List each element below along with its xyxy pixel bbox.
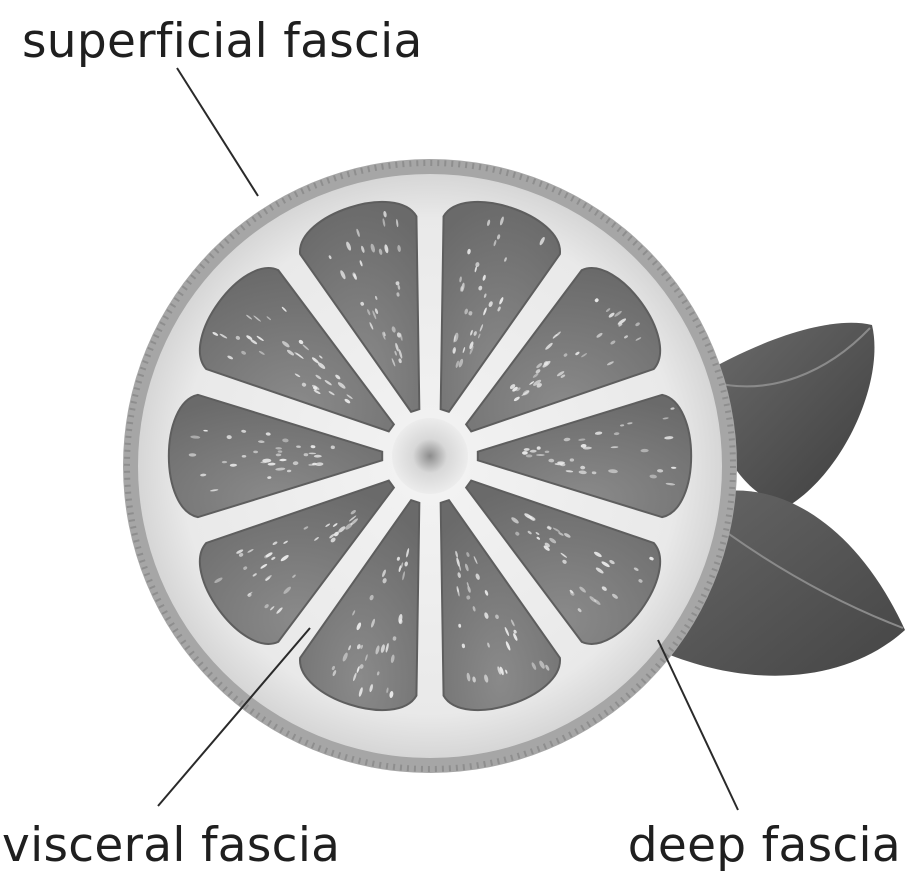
label-superficial-fascia: superficial fascia: [22, 18, 423, 65]
label-visceral-fascia: visceral fascia: [2, 822, 340, 869]
core: [392, 418, 468, 494]
leader-superficial: [177, 68, 258, 196]
juice-vesicle: [526, 454, 533, 457]
label-deep-fascia: deep fascia: [628, 822, 901, 869]
juice-vesicle: [314, 455, 322, 458]
juice-vesicle: [242, 455, 247, 458]
